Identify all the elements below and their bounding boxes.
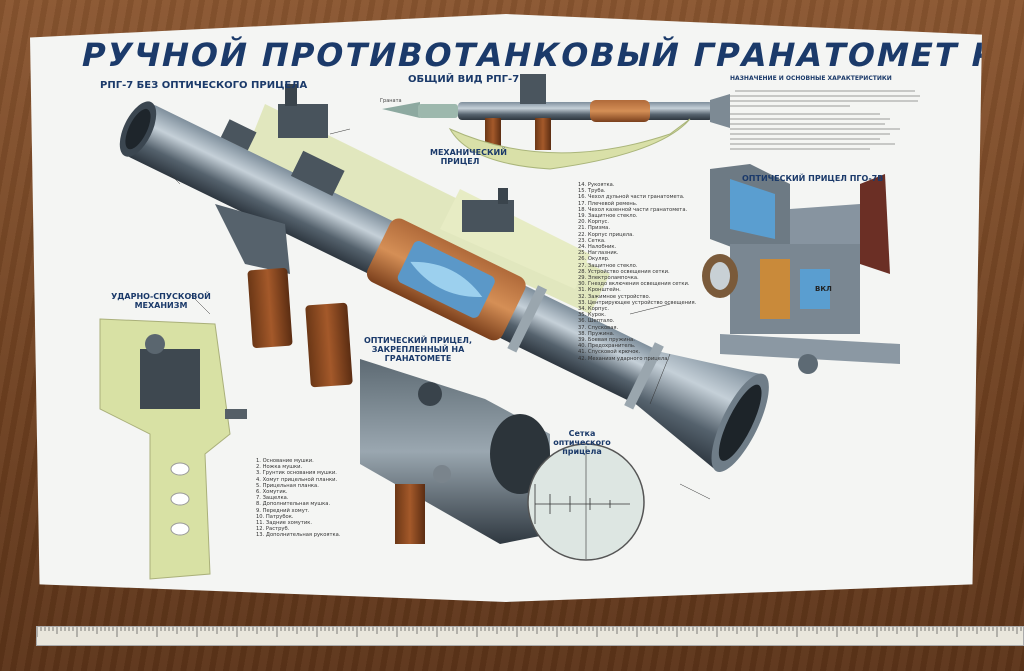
label-reticle: Сетка оптического прицела [553, 429, 611, 456]
rpg7-poster: РУЧНОЙ ПРОТИВОТАНКОВЫЙ ГРАНАТОМЕТ РПГ-7 … [30, 14, 982, 602]
trigger-mechanism [99, 318, 247, 580]
label-grenade: Граната [380, 98, 402, 104]
legend-mid: 14. Рукоятка. 15. Труба. 16. Чехол дульн… [578, 182, 697, 362]
mechanical-sight-detail [278, 84, 514, 232]
legend-left: 1. Основание мушки. 2. Ножка мушки. 3. Г… [256, 458, 341, 539]
main-launcher [119, 101, 769, 472]
label-general-view: ОБЩИЙ ВИД РПГ-7 [408, 74, 520, 85]
label-vkl: ВКЛ [815, 285, 832, 293]
characteristics-text [730, 90, 920, 150]
label-optic-pgo: ОПТИЧЕСКИЙ ПРИЦЕЛ ПГО-7В [742, 174, 884, 183]
pgo7v-optic [702, 164, 900, 374]
mounted-optical-sight [360, 359, 550, 544]
poster-illustration [99, 74, 900, 580]
general-view-launcher [382, 74, 730, 170]
label-no-optic: РПГ-7 БЕЗ ОПТИЧЕСКОГО ПРИЦЕЛА [100, 80, 308, 91]
ruler-ticks [37, 627, 1022, 637]
label-optic-mounted: ОПТИЧЕСКИЙ ПРИЦЕЛ, ЗАКРЕПЛЕННЫЙ НА ГРАНА… [364, 336, 472, 363]
reticle-diagram [527, 443, 645, 561]
label-characteristics: НАЗНАЧЕНИЕ И ОСНОВНЫЕ ХАРАКТЕРИСТИКИ [730, 75, 892, 82]
label-trigger: УДАРНО-СПУСКОВОЙ МЕХАНИЗМ [111, 292, 211, 310]
poster-title: РУЧНОЙ ПРОТИВОТАНКОВЫЙ ГРАНАТОМЕТ РПГ-7 [77, 36, 1024, 74]
measuring-tape [36, 626, 1024, 646]
label-mech-sight: МЕХАНИЧЕСКИЙ ПРИЦЕЛ [430, 148, 507, 166]
